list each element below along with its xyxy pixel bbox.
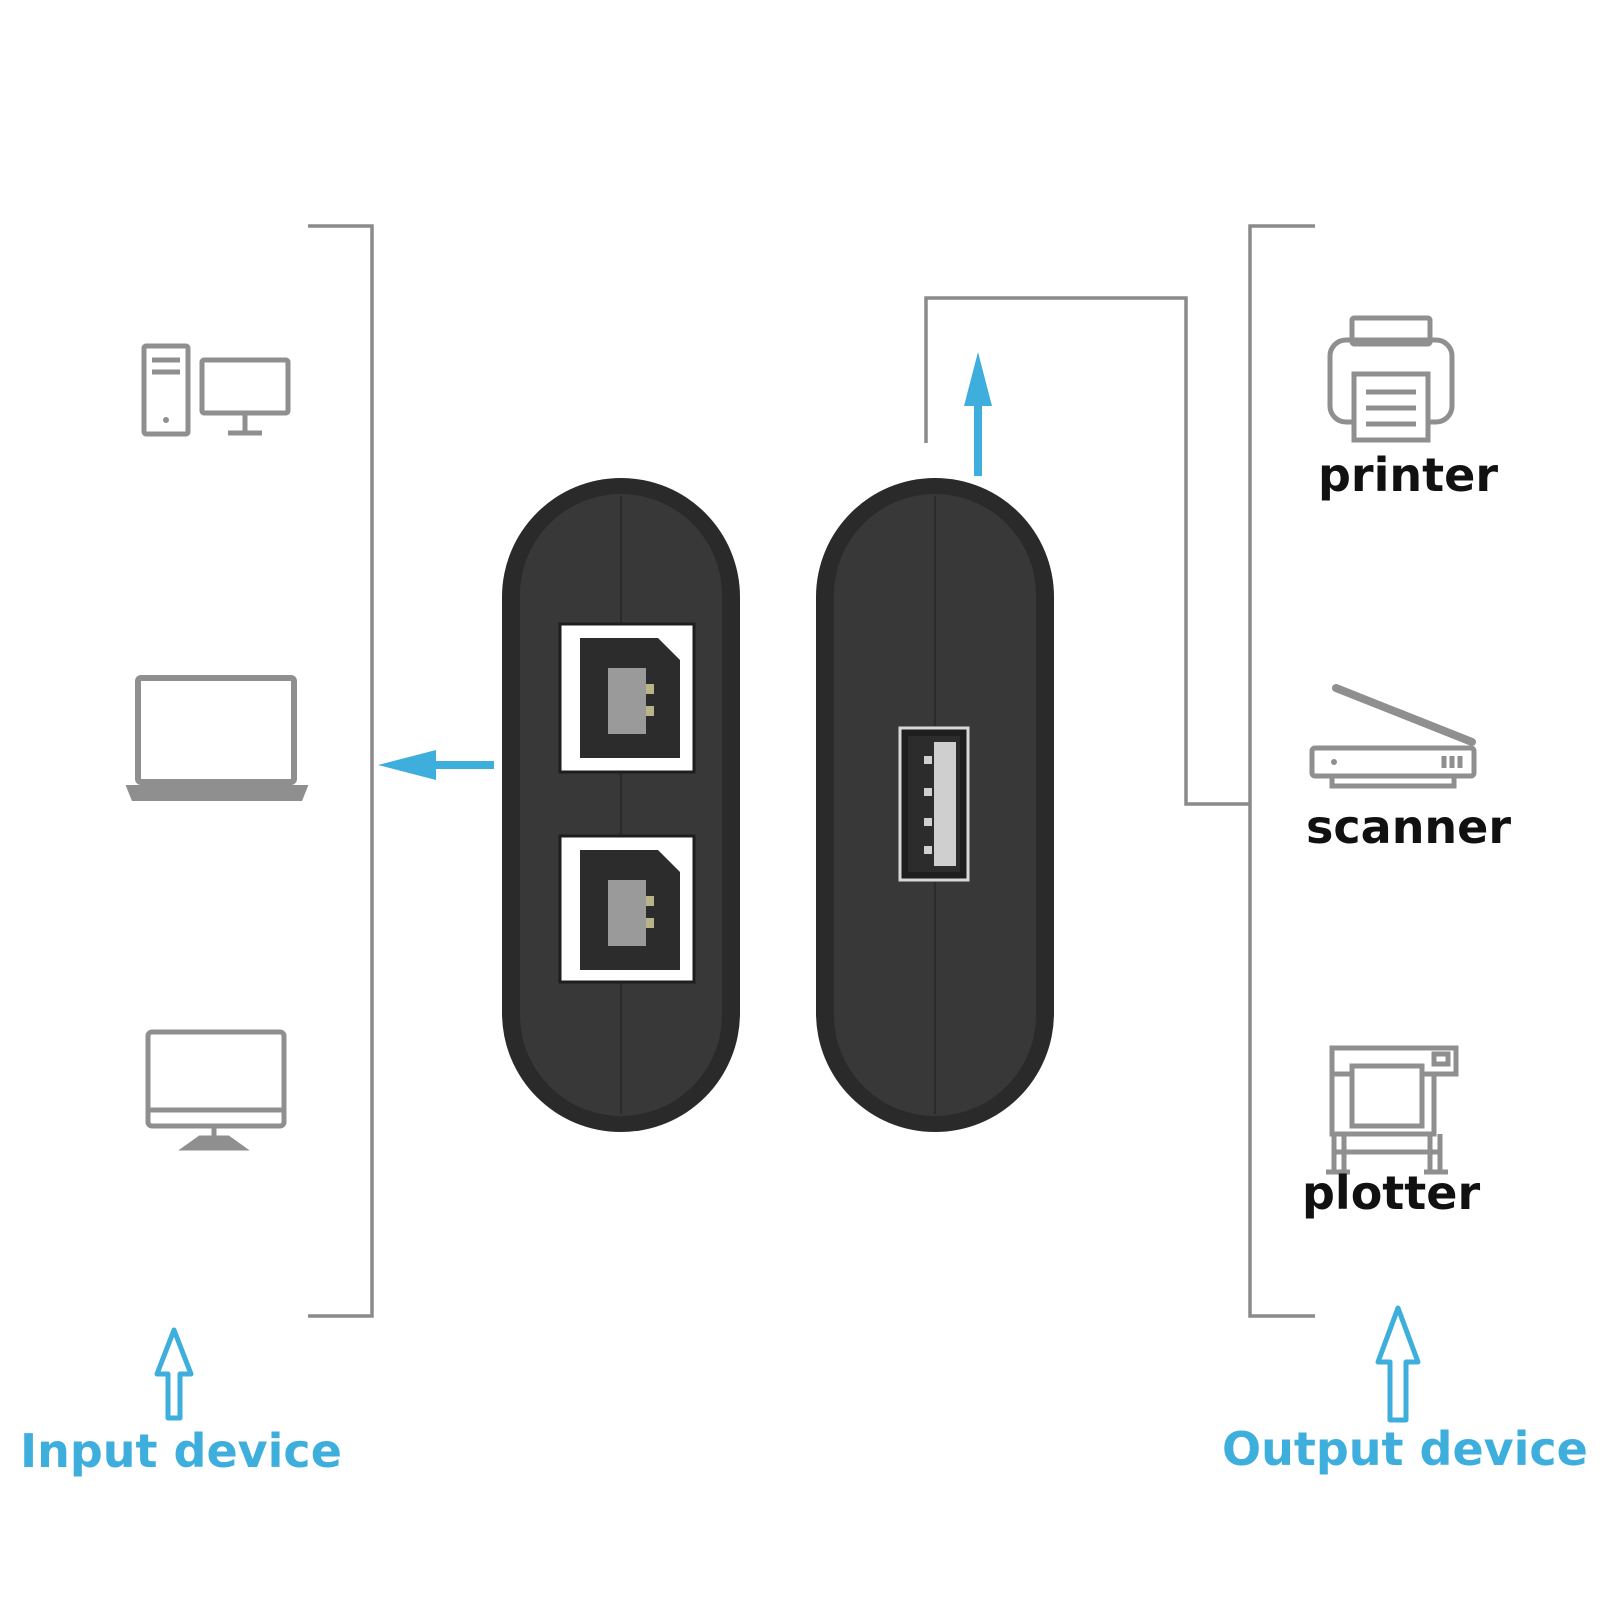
- usb-a-port[interactable]: [898, 726, 970, 882]
- printer-label: printer: [1318, 448, 1499, 502]
- usb-b-port[interactable]: [558, 622, 696, 774]
- switch-input-side: [502, 478, 740, 1132]
- arrow-up-from-output-icon: [964, 352, 992, 476]
- usb-b-port[interactable]: [558, 834, 696, 984]
- desktop-tower-icon: [141, 343, 291, 437]
- input-up-arrow-icon: [154, 1327, 194, 1421]
- laptop-icon: [125, 675, 309, 801]
- arrow-to-input-icon: [378, 750, 494, 780]
- output-up-arrow-icon: [1375, 1305, 1421, 1423]
- scanner-label: scanner: [1306, 800, 1512, 854]
- output-device-label: Output device: [1222, 1422, 1588, 1476]
- plotter-icon: [1326, 1045, 1459, 1175]
- output-bracket: [1248, 224, 1315, 1318]
- printer-icon: [1327, 315, 1455, 443]
- plotter-label: plotter: [1302, 1166, 1481, 1220]
- output-connection-line: [924, 296, 1250, 806]
- input-device-label: Input device: [20, 1424, 342, 1478]
- monitor-icon: [145, 1029, 287, 1151]
- scanner-icon: [1309, 684, 1477, 789]
- input-bracket: [308, 224, 374, 1318]
